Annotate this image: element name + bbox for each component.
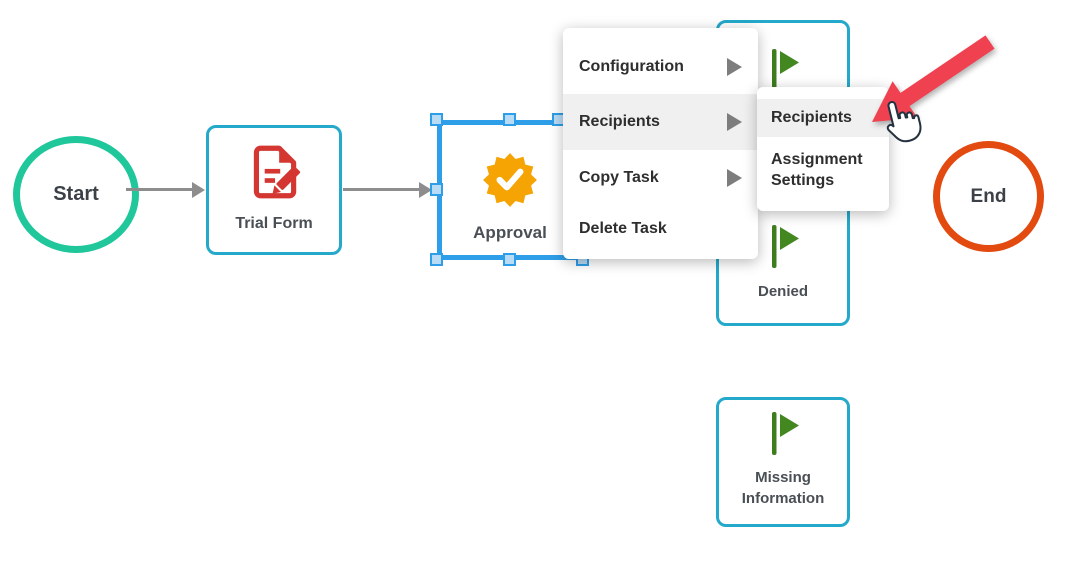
start-node-label: Start bbox=[53, 183, 99, 205]
submenu-item-assignment-settings-label: Assignment Settings bbox=[771, 151, 863, 189]
menu-item-copy-task-label: Copy Task bbox=[579, 169, 659, 186]
submenu-item-recipients-label: Recipients bbox=[771, 109, 852, 126]
end-node[interactable]: End bbox=[933, 141, 1044, 252]
selection-handle-bottom-left[interactable] bbox=[430, 253, 443, 266]
trial-form-label: Trial Form bbox=[235, 215, 313, 232]
approval-label: Approval bbox=[473, 223, 547, 242]
green-flag-icon bbox=[765, 223, 801, 276]
menu-item-recipients-label: Recipients bbox=[579, 113, 660, 130]
end-node-label: End bbox=[970, 185, 1007, 207]
context-menu: Configuration Recipients Copy Task Delet… bbox=[563, 28, 758, 259]
menu-item-delete-task[interactable]: Delete Task bbox=[563, 206, 758, 252]
menu-item-delete-task-label: Delete Task bbox=[579, 220, 667, 237]
start-node[interactable]: Start bbox=[13, 136, 139, 253]
approval-badge-icon bbox=[481, 151, 539, 214]
selection-handle-top-mid[interactable] bbox=[503, 113, 516, 126]
green-flag-icon bbox=[765, 47, 801, 100]
selection-handle-top-left[interactable] bbox=[430, 113, 443, 126]
connector-trialform-approval bbox=[343, 188, 421, 191]
menu-item-recipients[interactable]: Recipients bbox=[563, 94, 758, 150]
submenu-arrow-icon bbox=[727, 169, 742, 187]
selection-handle-mid-left[interactable] bbox=[430, 183, 443, 196]
trial-form-node[interactable]: Trial Form bbox=[206, 125, 342, 255]
red-annotation-arrow bbox=[872, 35, 995, 122]
green-flag-icon bbox=[765, 410, 801, 463]
recipients-submenu: Recipients Assignment Settings bbox=[757, 87, 889, 211]
connector-start-trialform bbox=[126, 188, 194, 191]
denied-label: Denied bbox=[757, 283, 808, 300]
menu-item-configuration[interactable]: Configuration bbox=[563, 40, 758, 94]
menu-item-configuration-label: Configuration bbox=[579, 58, 684, 75]
submenu-arrow-icon bbox=[727, 58, 742, 76]
submenu-item-assignment-settings[interactable]: Assignment Settings bbox=[757, 139, 889, 201]
form-document-icon bbox=[243, 141, 305, 208]
submenu-arrow-icon bbox=[727, 113, 742, 131]
missing-information-label: Missing Information bbox=[741, 469, 825, 507]
missing-information-node[interactable]: Missing Information bbox=[716, 397, 850, 527]
connector-trialform-approval-arrowhead bbox=[419, 182, 432, 198]
connector-start-trialform-arrowhead bbox=[192, 182, 205, 198]
approval-node-selected[interactable]: Approval bbox=[437, 120, 583, 260]
submenu-item-recipients[interactable]: Recipients bbox=[757, 99, 889, 137]
menu-item-copy-task[interactable]: Copy Task bbox=[563, 150, 758, 206]
selection-handle-bottom-mid[interactable] bbox=[503, 253, 516, 266]
